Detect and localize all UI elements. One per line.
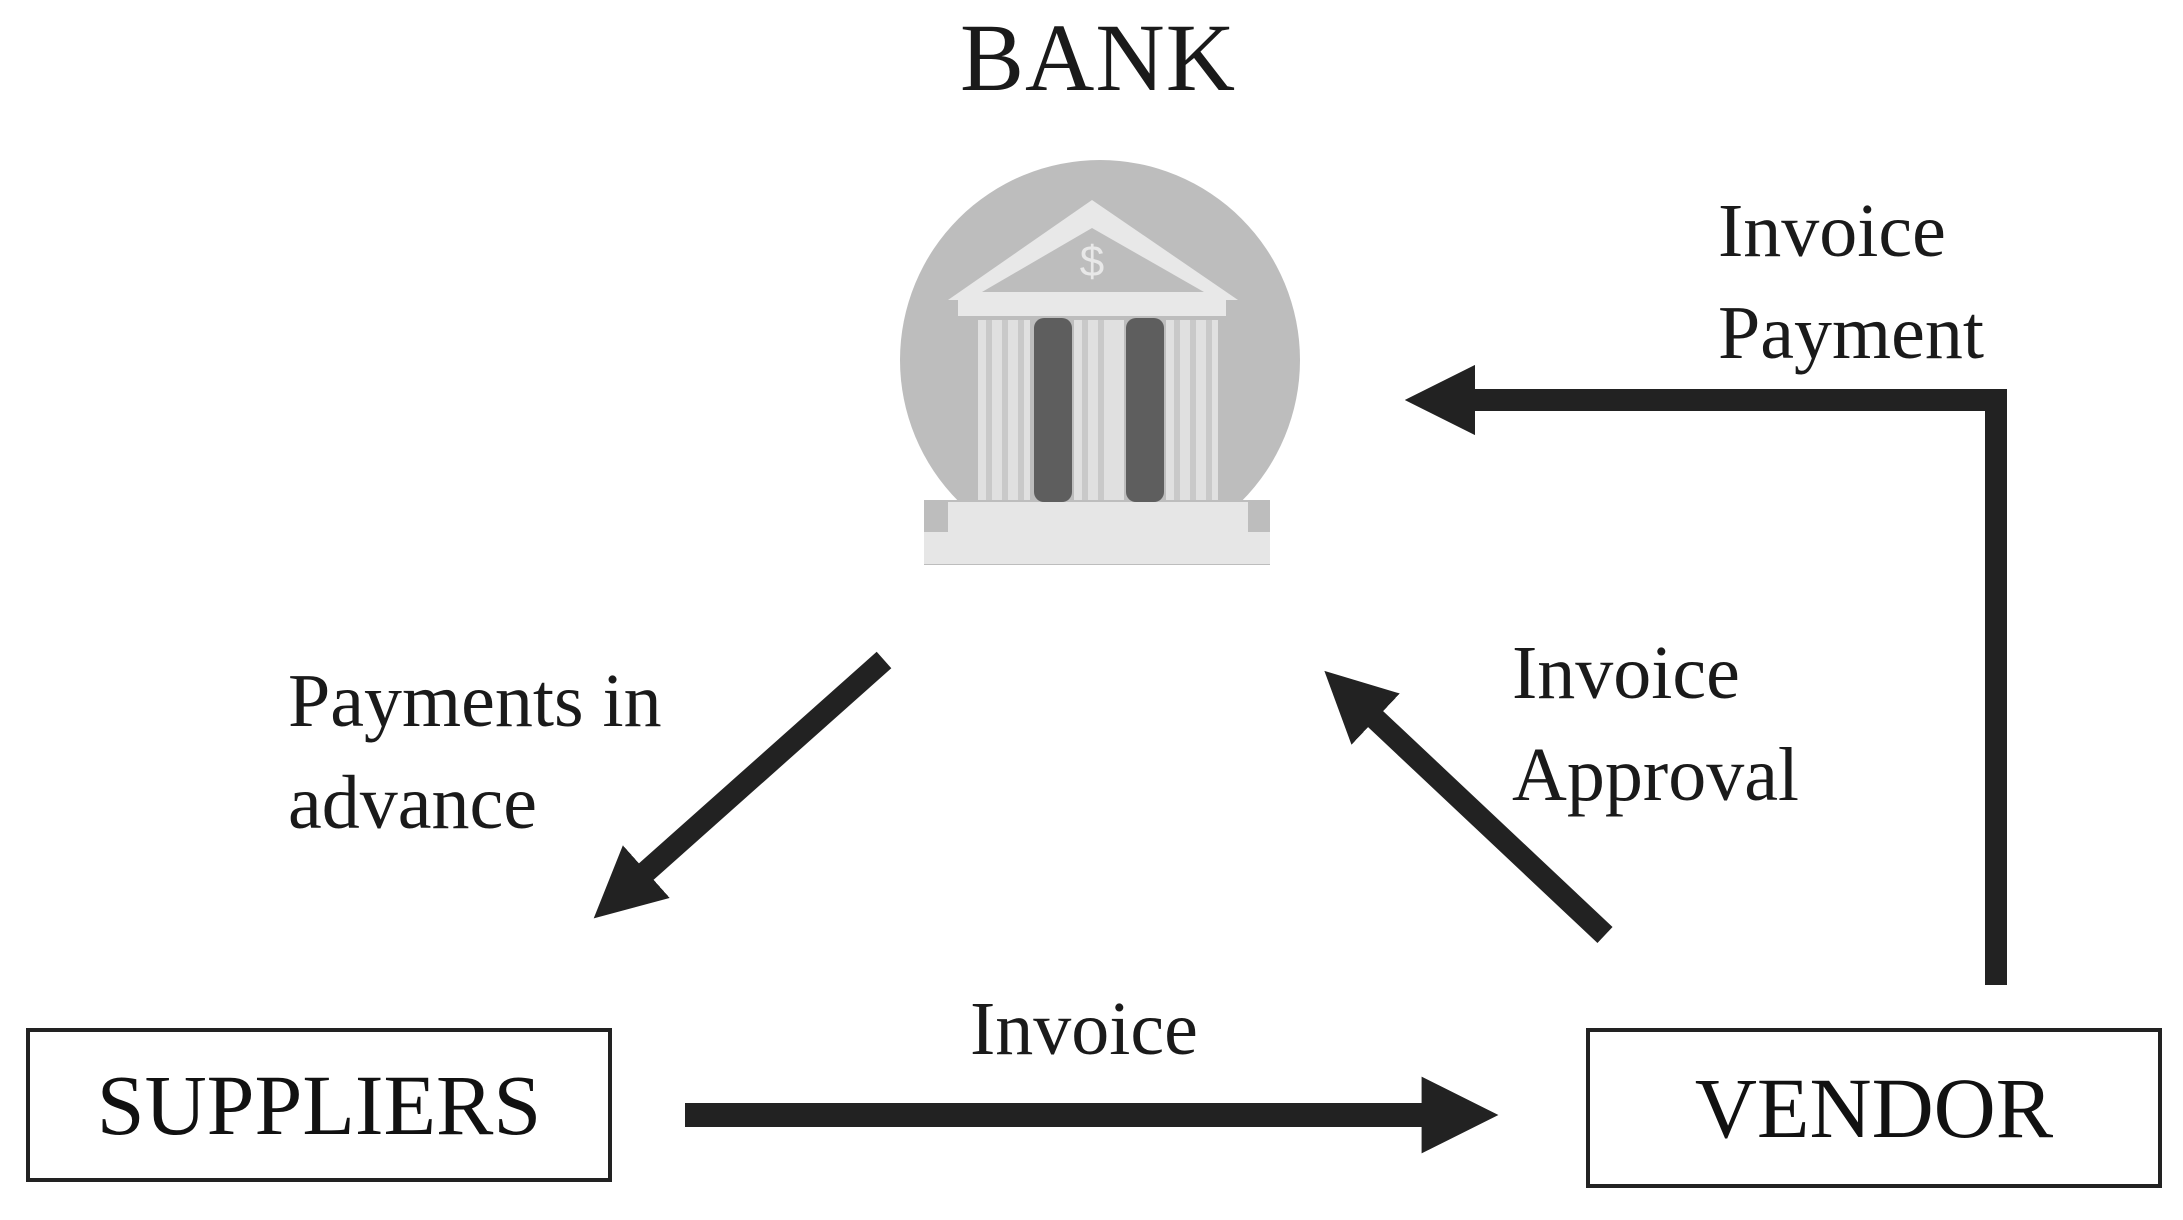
invoice-payment-arrow xyxy=(1404,364,2007,985)
vendor-node: VENDOR xyxy=(1586,1028,2162,1188)
invoice-approval-label: Invoice Approval xyxy=(1512,622,1799,826)
bank-title: BANK xyxy=(960,4,1237,111)
bank-building-icon: $ xyxy=(900,160,1300,565)
payments-in-advance-line-1: Payments in xyxy=(288,659,662,743)
payments-in-advance-label: Payments in advance xyxy=(288,650,662,854)
payments-in-advance-line-2: advance xyxy=(288,761,537,845)
suppliers-node: SUPPLIERS xyxy=(26,1028,612,1182)
invoice-approval-line-2: Approval xyxy=(1512,733,1800,817)
payments-in-advance-arrow xyxy=(593,651,892,919)
bank-symbol: $ xyxy=(1080,237,1104,286)
invoice-payment-line-2: Payment xyxy=(1718,291,1984,375)
vendor-label: VENDOR xyxy=(1694,1060,2054,1156)
invoice-label: Invoice xyxy=(970,987,1198,1071)
suppliers-label: SUPPLIERS xyxy=(96,1057,542,1153)
invoice-approval-line-1: Invoice xyxy=(1512,631,1740,715)
invoice-approval-arrow xyxy=(1324,670,1613,944)
invoice-payment-line-1: Invoice xyxy=(1718,189,1946,273)
invoice-payment-label: Invoice Payment xyxy=(1718,180,1984,384)
